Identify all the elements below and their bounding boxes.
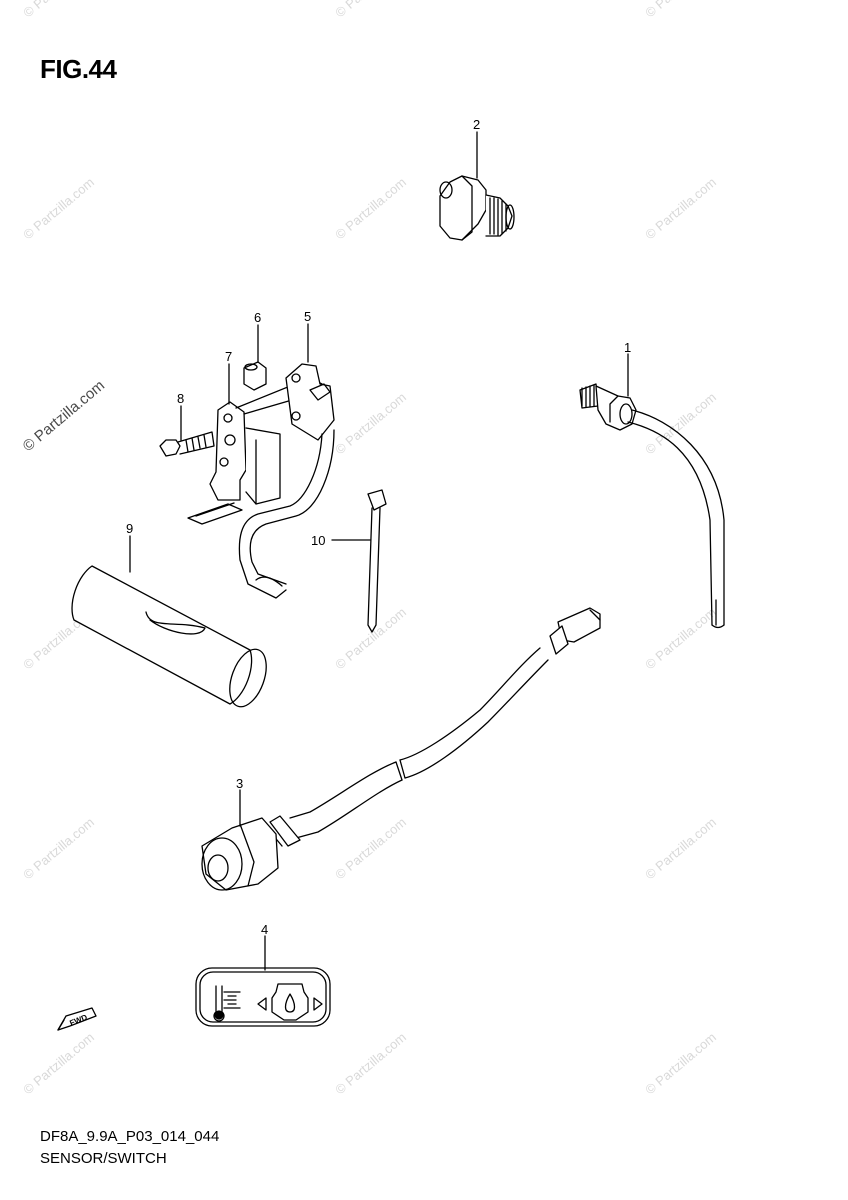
watermark-text-dark: © Partzilla.com — [20, 377, 108, 455]
watermark-text: © Partzilla.com — [642, 604, 719, 672]
watermark-text: © Partzilla.com — [332, 814, 409, 882]
callout-7: 7 — [225, 349, 232, 364]
watermark-text: © Partzilla.com — [642, 1029, 719, 1097]
callout-5: 5 — [304, 309, 311, 324]
watermark-text: © Partzilla.com — [642, 814, 719, 882]
part-2-pressure-switch — [439, 131, 515, 241]
drawing-name: SENSOR/SWITCH — [40, 1150, 167, 1167]
callout-4: 4 — [261, 922, 268, 937]
callout-3: 3 — [236, 776, 243, 791]
callout-6: 6 — [254, 310, 261, 325]
watermark-text: © Partzilla.com — [332, 1029, 409, 1097]
watermark-text: © Partzilla.com — [642, 0, 719, 20]
callout-9: 9 — [126, 521, 133, 536]
fwd-arrow-icon — [57, 1007, 97, 1031]
callouts: 1 2 3 4 5 6 7 8 9 10 — [126, 117, 631, 937]
callout-10: 10 — [311, 533, 325, 548]
watermark-text: © Partzilla.com — [332, 389, 409, 457]
watermark-text: © Partzilla.com — [642, 389, 719, 457]
drawing-code: DF8A_9.9A_P03_014_044 — [40, 1128, 220, 1145]
part-5-switch-assembly — [159, 323, 335, 599]
callout-1: 1 — [624, 340, 631, 355]
figure-title: FIG.44 — [40, 54, 117, 84]
watermark-text: © Partzilla.com — [20, 0, 97, 20]
watermark-text: © Partzilla.com — [20, 1029, 97, 1097]
part-9-tube — [71, 535, 267, 708]
watermark-text: © Partzilla.com — [332, 604, 409, 672]
watermark-text: © Partzilla.com — [20, 174, 97, 242]
watermark-layer: © Partzilla.com © Partzilla.com © Partzi… — [20, 0, 719, 1097]
part-10-cable-tie — [331, 489, 387, 633]
part-3-harness — [201, 607, 601, 891]
watermark-text: © Partzilla.com — [332, 0, 409, 20]
callout-8: 8 — [177, 391, 184, 406]
callout-2: 2 — [473, 117, 480, 132]
part-4-label-plate — [195, 935, 331, 1027]
watermark-text: © Partzilla.com — [642, 174, 719, 242]
watermark-text: © Partzilla.com — [20, 814, 97, 882]
part-1-temp-sensor — [579, 353, 725, 629]
watermark-text: © Partzilla.com — [332, 174, 409, 242]
